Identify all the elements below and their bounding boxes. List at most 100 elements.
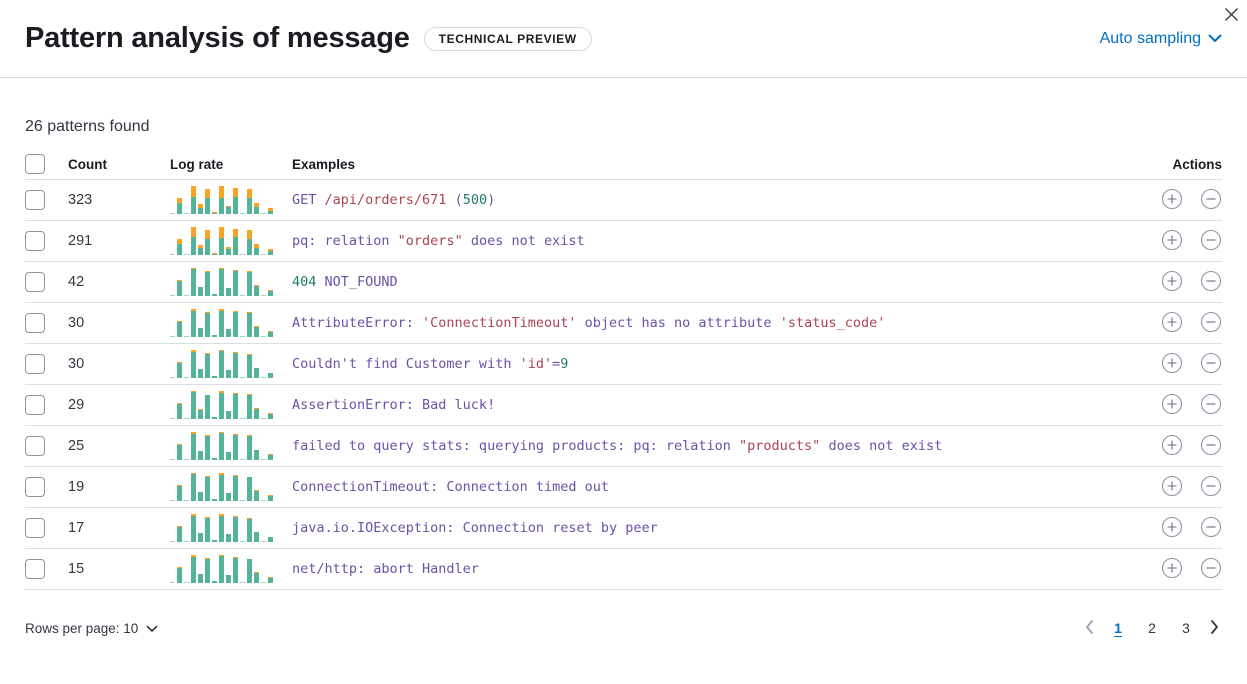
sparkline-bar [212,294,217,296]
filter-in-button[interactable] [1161,434,1183,459]
log-rate-sparkline [170,555,274,583]
pattern-count: 25 [68,438,85,454]
sparkline-bar [177,444,182,460]
sparkline-bar [177,403,182,419]
log-rate-sparkline [170,391,274,419]
page-button-1[interactable]: 1 [1106,616,1130,640]
filter-in-button[interactable] [1161,188,1183,213]
page-button-2[interactable]: 2 [1140,616,1164,640]
row-checkbox[interactable] [25,190,45,210]
sparkline-bar [177,526,182,542]
filter-out-button[interactable] [1200,475,1222,500]
filter-in-button[interactable] [1161,352,1183,377]
sparkline-bar [226,287,231,296]
sparkline-bar [226,246,231,255]
row-checkbox[interactable] [25,395,45,415]
sparkline-bar [198,573,203,583]
sparkline-bar [261,212,266,214]
sparkline-bar [170,499,175,501]
log-rate-cell [170,391,292,419]
row-actions [1132,475,1222,500]
main-content: 26 patterns found Count Log rate Example… [0,118,1247,590]
select-all-checkbox[interactable] [25,154,45,174]
sparkline-bar [205,230,210,255]
plus-in-circle-icon [1161,475,1183,500]
filter-in-button[interactable] [1161,393,1183,418]
row-select-cell [25,272,68,292]
pattern-count: 29 [68,397,85,413]
log-rate-cell [170,186,292,214]
row-checkbox[interactable] [25,436,45,456]
filter-out-button[interactable] [1200,270,1222,295]
chevron-right-icon [1210,619,1220,638]
filter-out-button[interactable] [1200,352,1222,377]
previous-page-button[interactable] [1082,619,1096,638]
minus-in-circle-icon [1200,352,1222,377]
sparkline-bar [212,376,217,378]
filter-out-button[interactable] [1200,229,1222,254]
sparkline-bar [191,391,196,419]
sparkline-bar [226,574,231,583]
row-checkbox[interactable] [25,231,45,251]
sparkline-bar [184,581,189,583]
row-checkbox[interactable] [25,313,45,333]
sparkline-bar [184,335,189,337]
row-select-cell [25,354,68,374]
sparkline-bar [247,271,252,296]
sparkline-bar [261,499,266,501]
filter-in-button[interactable] [1161,475,1183,500]
plus-in-circle-icon [1161,434,1183,459]
log-rate-sparkline [170,227,274,255]
row-checkbox[interactable] [25,518,45,538]
sparkline-bar [177,567,182,583]
sparkline-bar [184,540,189,542]
sparkline-bar [170,294,175,296]
sparkline-bar [212,499,217,501]
sparkline-bar [205,394,210,419]
filter-out-button[interactable] [1200,311,1222,336]
column-header-count: Count [68,156,107,172]
row-actions [1132,188,1222,213]
filter-out-button[interactable] [1200,393,1222,418]
rows-per-page-dropdown[interactable]: Rows per page: 10 [25,621,158,636]
filter-out-button[interactable] [1200,434,1222,459]
patterns-found-summary: 26 patterns found [25,118,150,135]
sparkline-bar [268,577,273,583]
sparkline-bar [247,230,252,255]
sparkline-bar [212,212,217,214]
sparkline-bar [261,458,266,460]
close-button[interactable] [1219,4,1243,28]
page-button-3[interactable]: 3 [1174,616,1198,640]
filter-out-button[interactable] [1200,188,1222,213]
row-checkbox[interactable] [25,272,45,292]
flyout-header: Pattern analysis of message TECHNICAL PR… [0,0,1247,55]
sparkline-bar [240,458,245,460]
sparkline-bar [254,408,259,419]
next-page-button[interactable] [1208,619,1222,638]
row-checkbox[interactable] [25,477,45,497]
sparkline-bar [240,335,245,337]
sparkline-bar [233,392,238,419]
row-checkbox[interactable] [25,559,45,579]
sparkline-bar [205,189,210,214]
filter-out-button[interactable] [1200,557,1222,582]
filter-in-button[interactable] [1161,311,1183,336]
filter-in-button[interactable] [1161,516,1183,541]
filter-in-button[interactable] [1161,229,1183,254]
row-checkbox[interactable] [25,354,45,374]
pattern-count: 42 [68,274,85,290]
sparkline-bar [191,350,196,378]
row-actions [1132,557,1222,582]
filter-in-button[interactable] [1161,557,1183,582]
filter-out-button[interactable] [1200,516,1222,541]
filter-in-button[interactable] [1161,270,1183,295]
plus-in-circle-icon [1161,311,1183,336]
chevron-left-icon [1084,619,1094,638]
sparkline-bar [177,238,182,255]
row-select-cell [25,313,68,333]
sampling-dropdown[interactable]: Auto sampling [1100,30,1222,48]
row-select-cell [25,477,68,497]
